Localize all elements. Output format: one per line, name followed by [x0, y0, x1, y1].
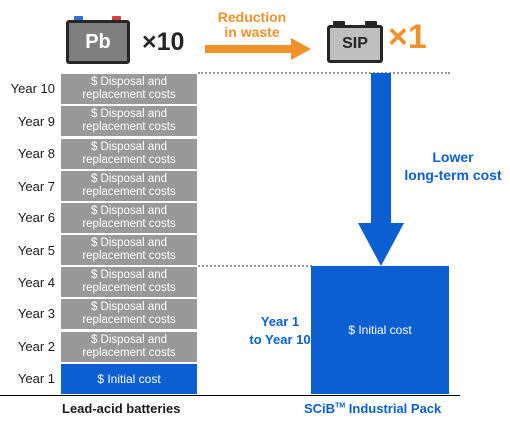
year-label-2: Year 2: [17, 339, 55, 354]
pb-battery-icon: Pb: [66, 20, 130, 64]
pb-multiplier: ×10: [142, 28, 185, 56]
trademark-mark: TM: [335, 402, 346, 410]
box-line-2: replacement costs: [82, 89, 176, 101]
year-label-9: Year 9: [17, 114, 55, 129]
range-line-1: Year 1: [260, 314, 300, 329]
year-label-4: Year 4: [17, 275, 55, 290]
box-line-2: replacement costs: [82, 347, 176, 359]
reduction-arrow-icon: [205, 38, 311, 60]
box-line-1: $ Disposal and: [90, 334, 168, 346]
middle-dotted-line: [198, 265, 312, 267]
lead-acid-batteries-label: Lead-acid batteries: [62, 401, 181, 416]
year-label-7: Year 7: [17, 179, 55, 194]
scib-initial-cost-label: $ Initial cost: [348, 323, 412, 337]
pb-label: Pb: [85, 30, 111, 53]
year-range-label: Year 1 to Year 10: [230, 313, 330, 349]
top-dotted-line: [198, 72, 450, 74]
range-line-2: to Year 10: [249, 332, 311, 347]
sip-terminal-right: [365, 21, 377, 26]
sip-label: SIP: [342, 35, 368, 52]
box-line-2: replacement costs: [82, 250, 176, 262]
scib-initial-cost-box: $ Initial cost: [311, 266, 449, 394]
year-label-3: Year 3: [17, 306, 55, 321]
scib-name: SCiB: [304, 401, 336, 416]
lower-line-2: long-term cost: [404, 167, 502, 183]
box-line-2: replacement costs: [82, 154, 176, 166]
box-line-1: $ Disposal and: [90, 237, 168, 249]
box-line-2: replacement costs: [82, 121, 176, 133]
year-label-10: Year 10: [10, 81, 55, 96]
box-line-1: $ Disposal and: [90, 205, 168, 217]
reduction-line-2: in waste: [224, 24, 280, 40]
pb-terminal-negative: [74, 16, 83, 21]
pb-terminal-positive: [112, 16, 121, 21]
sip-terminal-left: [333, 21, 345, 26]
baseline-axis: [0, 395, 460, 396]
sip-battery-icon: SIP: [327, 25, 383, 63]
scib-industrial-pack-label: SCiBTM Industrial Pack: [304, 401, 441, 416]
box-line-2: replacement costs: [82, 218, 176, 230]
sip-multiplier: ×1: [388, 18, 427, 56]
year-label-6: Year 6: [17, 210, 55, 225]
lower-long-term-cost-label: Lower long-term cost: [393, 148, 510, 184]
box-line-1: $ Disposal and: [90, 301, 168, 313]
box-line-1: $ Disposal and: [90, 76, 168, 88]
box-line-2: replacement costs: [82, 314, 176, 326]
year-label-1: Year 1: [17, 371, 55, 386]
box-line-2: replacement costs: [82, 282, 176, 294]
box-line-2: replacement costs: [82, 186, 176, 198]
reduction-line-1: Reduction: [217, 9, 287, 25]
box-line-1: $ Disposal and: [90, 141, 168, 153]
reduction-in-waste-label: Reduction in waste: [197, 10, 307, 40]
lower-line-1: Lower: [432, 149, 474, 165]
year-label-5: Year 5: [17, 243, 55, 258]
box-line-1: $ Disposal and: [90, 108, 168, 120]
lead-acid-initial-cost-box: $ Initial cost: [61, 364, 197, 394]
lead-acid-initial-cost-label: $ Initial cost: [97, 371, 161, 386]
year-label-8: Year 8: [17, 146, 55, 161]
industrial-pack-text: Industrial Pack: [345, 401, 442, 416]
lower-cost-arrow-icon: [358, 73, 404, 266]
box-line-1: $ Disposal and: [90, 269, 168, 281]
box-line-1: $ Disposal and: [90, 173, 168, 185]
